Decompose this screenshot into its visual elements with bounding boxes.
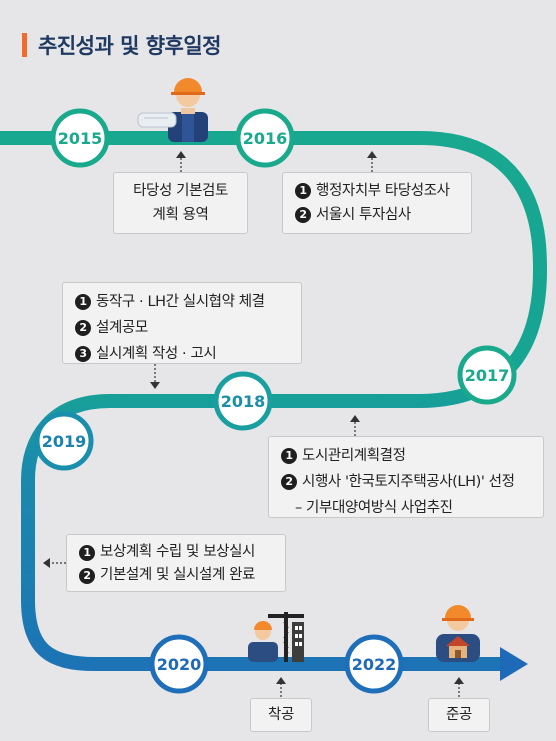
- note-2015-line: 계획 용역: [152, 207, 209, 223]
- note-item: 설계공모: [96, 320, 148, 336]
- number-badge-icon: 1: [281, 448, 297, 464]
- note-2015: 타당성 기본검토 계획 용역: [113, 172, 248, 234]
- pointer-2022-head: [454, 677, 464, 684]
- worker-with-house-icon: [436, 605, 480, 662]
- note-2020: 착공: [250, 698, 312, 732]
- note-2016: 1 행정자치부 타당성조사 2 서울시 투자심사: [282, 172, 472, 234]
- year-node-2018: 2018: [213, 371, 273, 431]
- year-label-2015: 2015: [58, 129, 103, 148]
- note-item: 시행사 '한국토지주택공사(LH)' 선정: [302, 474, 515, 490]
- pointer-2018-head: [350, 415, 360, 422]
- page-title: 추진성과 및 향후일정: [38, 34, 222, 58]
- number-badge-icon: 1: [79, 544, 95, 561]
- year-node-2017: 2017: [457, 345, 517, 405]
- pointer-2017-head: [150, 382, 160, 389]
- year-label-2016: 2016: [243, 129, 288, 148]
- number-badge-icon: 2: [79, 567, 95, 584]
- year-label-2018: 2018: [221, 392, 266, 411]
- pointer-2015-head: [176, 151, 186, 158]
- construction-crane-worker-icon: [248, 612, 304, 662]
- pointer-2016-head: [367, 151, 377, 158]
- note-2015-line: 타당성 기본검토: [133, 183, 228, 199]
- number-badge-icon: 1: [75, 294, 91, 310]
- year-label-2019: 2019: [42, 432, 87, 451]
- timeline-road: [0, 131, 548, 671]
- year-node-2019: 2019: [34, 411, 94, 471]
- note-item: 실시계획 작성 · 고시: [96, 346, 217, 362]
- year-node-2022: 2022: [344, 634, 404, 694]
- worker-with-blueprint-icon: [137, 78, 208, 142]
- note-2022-label: 준공: [446, 707, 472, 723]
- year-node-2016: 2016: [235, 108, 295, 168]
- note-2020-label: 착공: [268, 707, 294, 723]
- note-2018: 1 도시관리계획결정 2 시행사 '한국토지주택공사(LH)' 선정 – 기부대양여…: [268, 436, 544, 518]
- pointer-2019-head: [43, 558, 50, 568]
- note-item: 행정자치부 타당성조사: [316, 183, 450, 199]
- year-label-2020: 2020: [157, 655, 202, 674]
- timeline-arrowhead: [500, 647, 528, 681]
- year-label-2017: 2017: [465, 366, 510, 385]
- note-item: 서울시 투자심사: [316, 207, 411, 223]
- number-badge-icon: 2: [75, 320, 91, 336]
- year-node-2020: 2020: [149, 634, 209, 694]
- number-badge-icon: 2: [295, 207, 311, 223]
- number-badge-icon: 3: [75, 346, 91, 362]
- note-2022: 준공: [428, 698, 490, 732]
- note-item: 기본설계 및 실시설계 완료: [100, 567, 255, 583]
- number-badge-icon: 1: [295, 183, 311, 199]
- number-badge-icon: 2: [281, 474, 297, 490]
- note-subitem: – 기부대양여방식 사업추진: [295, 500, 453, 516]
- note-item: 보상계획 수립 및 보상실시: [100, 544, 255, 560]
- pointer-2020-head: [276, 677, 286, 684]
- note-2019: 1 보상계획 수립 및 보상실시 2 기본설계 및 실시설계 완료: [66, 534, 286, 592]
- year-node-2015: 2015: [50, 108, 110, 168]
- note-item: 도시관리계획결정: [302, 448, 406, 464]
- note-2017: 1 동작구 · LH간 실시협약 체결 2 설계공모 3 실시계획 작성 · 고시: [62, 282, 302, 364]
- note-item: 동작구 · LH간 실시협약 체결: [96, 294, 265, 310]
- year-label-2022: 2022: [352, 655, 397, 674]
- title-accent-bar: [22, 33, 27, 57]
